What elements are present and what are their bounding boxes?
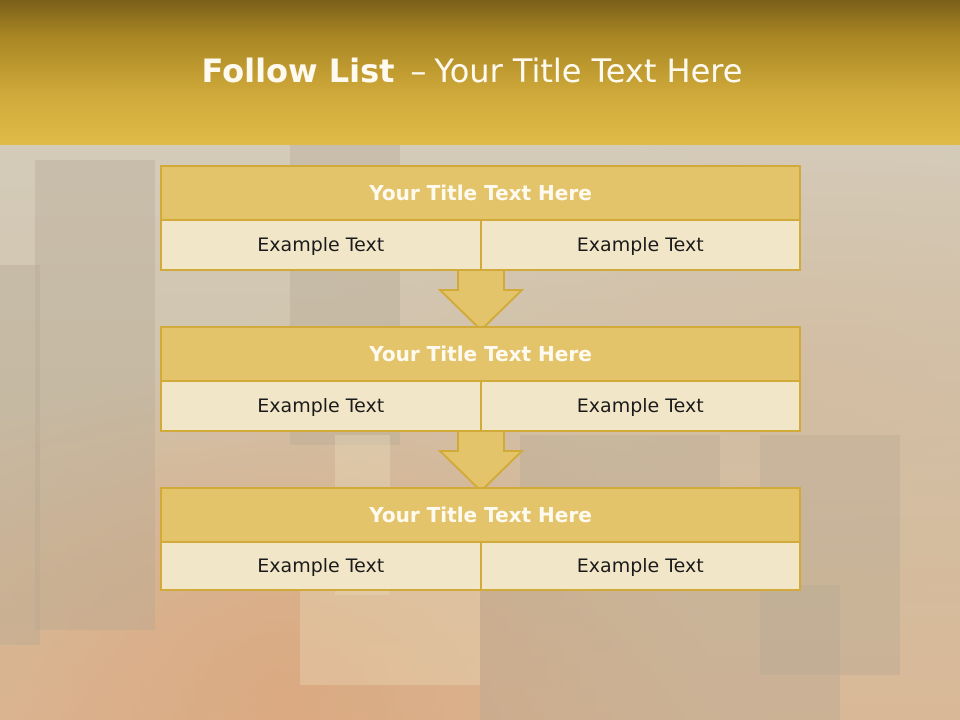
slide-title-dash: – [410,52,427,90]
list-block-1: Your Title Text Here Example Text Exampl… [160,165,801,271]
down-arrow-icon [438,270,524,332]
slide-title-rest: Your Title Text Here [434,52,743,90]
block-cell-right: Example Text [481,221,801,271]
block-title: Your Title Text Here [160,165,801,221]
block-row: Example Text Example Text [160,221,801,271]
block-cell-left: Example Text [160,221,482,271]
block-cell-left: Example Text [160,543,482,591]
block-cell-left: Example Text [160,382,482,432]
title-bar: Follow List–Your Title Text Here [0,0,960,145]
down-arrow-icon [438,431,524,493]
block-row: Example Text Example Text [160,382,801,432]
block-title: Your Title Text Here [160,326,801,382]
list-block-3: Your Title Text Here Example Text Exampl… [160,487,801,591]
block-title: Your Title Text Here [160,487,801,543]
block-cell-right: Example Text [481,543,801,591]
slide-title: Follow List–Your Title Text Here [0,52,944,90]
slide-title-bold: Follow List [201,52,395,90]
list-block-2: Your Title Text Here Example Text Exampl… [160,326,801,432]
block-cell-right: Example Text [481,382,801,432]
block-row: Example Text Example Text [160,543,801,591]
